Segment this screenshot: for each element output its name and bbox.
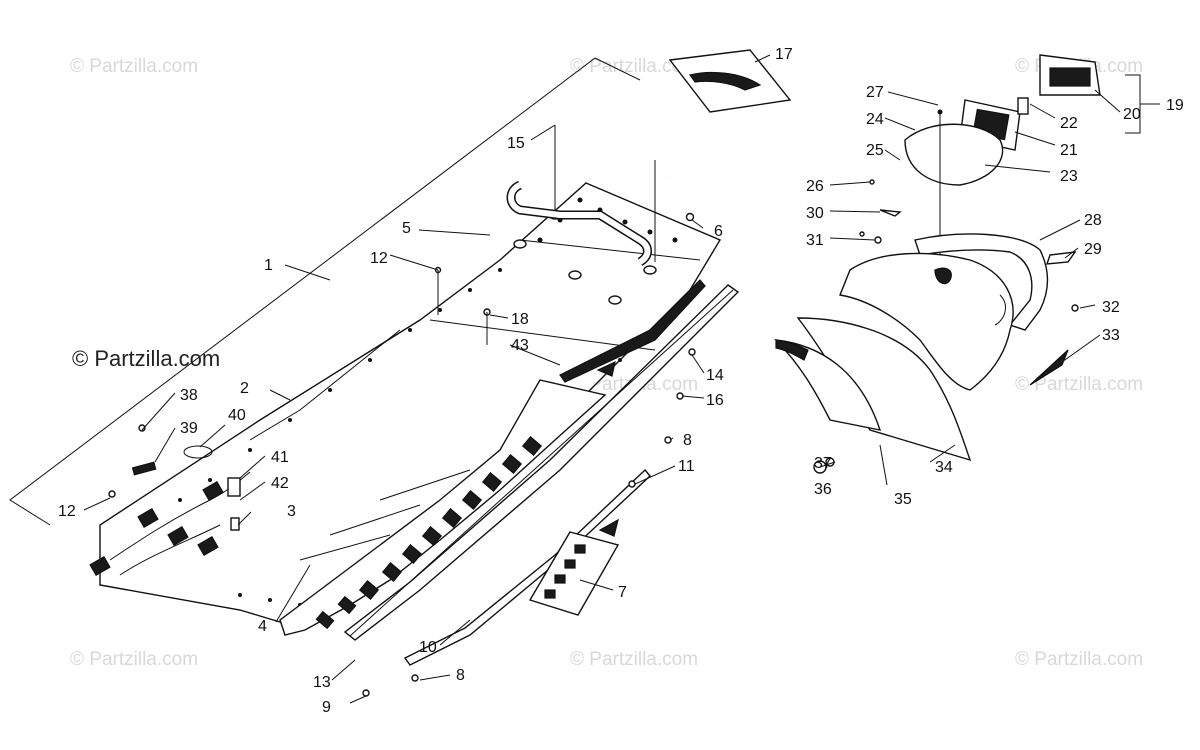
rear-bracket xyxy=(403,468,651,666)
callout-43: 43 xyxy=(511,337,529,354)
logo-decal xyxy=(668,49,792,113)
callout-37: 37 xyxy=(814,455,832,472)
callout-34: 34 xyxy=(935,459,953,476)
callout-36: 36 xyxy=(814,481,832,498)
callout-26: 26 xyxy=(806,178,824,195)
callout-23: 23 xyxy=(1060,168,1078,185)
callout-22: 22 xyxy=(1060,115,1078,132)
callout-41: 41 xyxy=(271,449,289,466)
callout-11: 11 xyxy=(678,458,695,475)
leader-lines xyxy=(83,54,1160,704)
callout-1: 1 xyxy=(264,257,273,274)
callout-28: 28 xyxy=(1084,212,1102,229)
callout-15: 15 xyxy=(507,135,525,152)
watermark-text: © Partzilla.com xyxy=(1015,649,1143,670)
callout-9: 9 xyxy=(322,699,331,716)
callout-31: 31 xyxy=(806,232,824,249)
callouts: 1 2 3 4 5 6 7 8 8 9 10 11 12 12 13 14 15… xyxy=(58,46,1184,716)
watermark-text: © Partzilla.com xyxy=(70,56,198,77)
reflector-bracket xyxy=(1029,349,1069,386)
watermark-text: © Partzilla.com xyxy=(1015,374,1143,395)
callout-17: 17 xyxy=(775,46,793,63)
callout-8b: 8 xyxy=(456,667,465,684)
callout-3: 3 xyxy=(287,503,296,520)
callout-27: 27 xyxy=(866,84,884,101)
reflector xyxy=(1045,251,1077,265)
callout-42: 42 xyxy=(271,475,289,492)
callout-20: 20 xyxy=(1123,106,1141,123)
side-rail xyxy=(343,284,740,641)
callout-25: 25 xyxy=(866,142,884,159)
callout-38: 38 xyxy=(180,387,198,404)
callout-32: 32 xyxy=(1102,299,1120,316)
callout-10: 10 xyxy=(419,639,437,656)
watermark-text: © Partzilla.com xyxy=(70,649,198,670)
decal xyxy=(559,279,706,383)
callout-39: 39 xyxy=(180,420,198,437)
callout-12a: 12 xyxy=(370,250,388,267)
running-board xyxy=(279,379,607,636)
watermark-text: © Partzilla.com xyxy=(570,649,698,670)
callout-19: 19 xyxy=(1166,97,1184,114)
callout-30: 30 xyxy=(806,205,824,222)
direction-arrow xyxy=(596,360,616,377)
callout-24: 24 xyxy=(866,111,884,128)
callout-16: 16 xyxy=(706,392,724,409)
callout-5: 5 xyxy=(402,220,411,237)
grab-handle xyxy=(506,87,680,266)
callout-14: 14 xyxy=(706,367,724,384)
callout-2: 2 xyxy=(240,380,249,397)
callout-33: 33 xyxy=(1102,327,1120,344)
snow-flap xyxy=(774,317,972,462)
tail-section xyxy=(839,252,1014,391)
wiring-harness xyxy=(89,445,251,577)
callout-7: 7 xyxy=(618,584,627,601)
callout-12b: 12 xyxy=(58,503,76,520)
watermark-prominent: © Partzilla.com xyxy=(72,346,220,371)
callout-29: 29 xyxy=(1084,241,1102,258)
callout-21: 21 xyxy=(1060,142,1078,159)
skid-plate xyxy=(528,518,620,616)
callout-35: 35 xyxy=(894,491,912,508)
callout-40: 40 xyxy=(228,407,246,424)
callout-8a: 8 xyxy=(683,432,692,449)
callout-6: 6 xyxy=(714,223,723,240)
tunnel-assembly-outline xyxy=(9,57,641,526)
rear-bumper xyxy=(914,233,1049,331)
running-board-cutouts xyxy=(315,436,543,630)
callout-4: 4 xyxy=(258,618,267,635)
callout-13: 13 xyxy=(313,674,331,691)
callout-18: 18 xyxy=(511,311,529,328)
